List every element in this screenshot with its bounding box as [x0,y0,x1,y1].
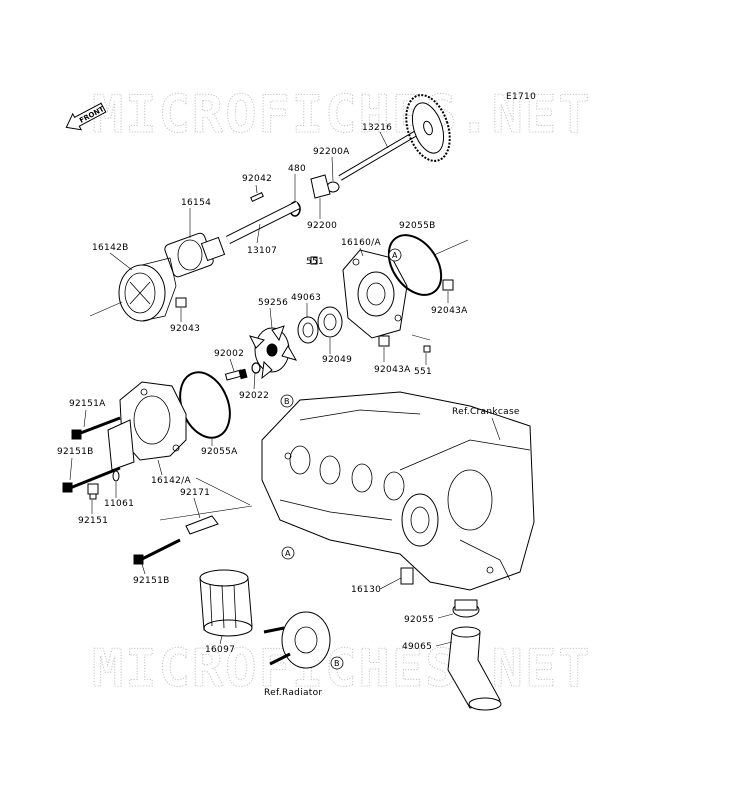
label-ref-crankcase: Ref.Crankcase [452,407,520,417]
label-16160A: 16160/A [341,238,381,248]
label-16142B: 16142B [92,243,129,253]
oil-filter [199,569,253,637]
label-92049: 92049 [322,355,352,365]
label-11061: 11061 [104,499,134,509]
label-551-1: 551 [306,257,324,267]
label-49063: 49063 [291,293,321,303]
watermark-top: MICROFICHES.NET [92,85,592,145]
pump-housing-16142B [118,257,177,322]
figure-code: E1710 [506,92,536,102]
label-16130: 16130 [351,585,381,595]
water-pump-impeller [249,325,298,380]
oil-pump-gear-shaft [338,94,451,181]
oil-cooler [263,611,331,669]
crankcase-reference [261,391,535,591]
label-13107: 13107 [247,246,277,256]
label-16097: 16097 [205,645,235,655]
label-49065: 49065 [402,642,432,652]
callout-b-top: B [280,394,294,408]
label-92151A: 92151A [69,399,106,409]
label-480: 480 [288,164,306,174]
label-92151B-1: 92151B [57,447,94,457]
label-92002: 92002 [214,349,244,359]
label-92055A: 92055A [201,447,238,457]
svg-text:A: A [285,549,291,558]
svg-text:A: A [392,251,398,260]
label-92200: 92200 [307,221,337,231]
label-92022: 92022 [239,391,269,401]
pump-rotor [164,232,226,278]
pump-cover-16160A [342,249,408,339]
label-16142A: 16142/A [151,476,191,486]
label-92043A-1: 92043A [431,306,468,316]
callout-a-bottom: A [281,546,295,560]
label-13216: 13216 [362,123,392,133]
oil-strainer [447,626,502,711]
label-551-2: 551 [414,367,432,377]
label-92055: 92055 [404,615,434,625]
label-92200A: 92200A [313,147,350,157]
water-pump-body-16142A [107,381,187,471]
label-92151: 92151 [78,516,108,526]
watermark-bottom: MICROFICHES.NET [92,639,592,699]
label-92055B: 92055B [399,221,436,231]
label-92042: 92042 [242,174,272,184]
label-92151B-2: 92151B [133,576,170,586]
callout-b-bottom: B [330,656,344,670]
label-92043: 92043 [170,324,200,334]
label-16154: 16154 [181,198,211,208]
label-59256: 59256 [258,298,288,308]
svg-text:B: B [334,659,340,668]
svg-text:B: B [284,397,290,406]
callout-a-top: A [388,248,402,262]
label-ref-radiator: Ref.Radiator [264,688,322,698]
label-92043A-2: 92043A [374,365,411,375]
label-92171: 92171 [180,488,210,498]
